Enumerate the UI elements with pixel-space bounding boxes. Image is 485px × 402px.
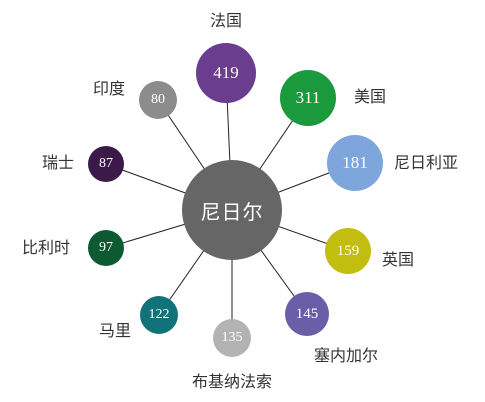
label-nigeria: 尼日利亚 [394,153,459,172]
label-switzerland: 瑞士 [42,153,75,172]
label-senegal: 塞内加尔 [314,346,379,365]
node-usa: 311 [280,70,336,126]
label-france: 法国 [210,11,243,30]
label-belgium: 比利时 [22,238,71,257]
node-burkina-faso: 135 [213,319,251,357]
node-belgium: 97 [88,230,124,266]
label-usa: 美国 [354,87,387,106]
node-france: 419 [196,43,256,103]
node-nigeria: 181 [327,135,383,191]
node-india: 80 [139,81,177,119]
hub-node-niger: 尼日尔 [182,160,282,260]
label-burkina-faso: 布基纳法索 [192,372,273,391]
node-senegal: 145 [285,292,329,336]
node-uk: 159 [325,228,371,274]
label-india: 印度 [93,79,126,98]
label-mali: 马里 [99,321,132,340]
node-switzerland: 87 [88,146,124,182]
label-uk: 英国 [382,250,415,269]
node-mali: 122 [140,296,178,334]
